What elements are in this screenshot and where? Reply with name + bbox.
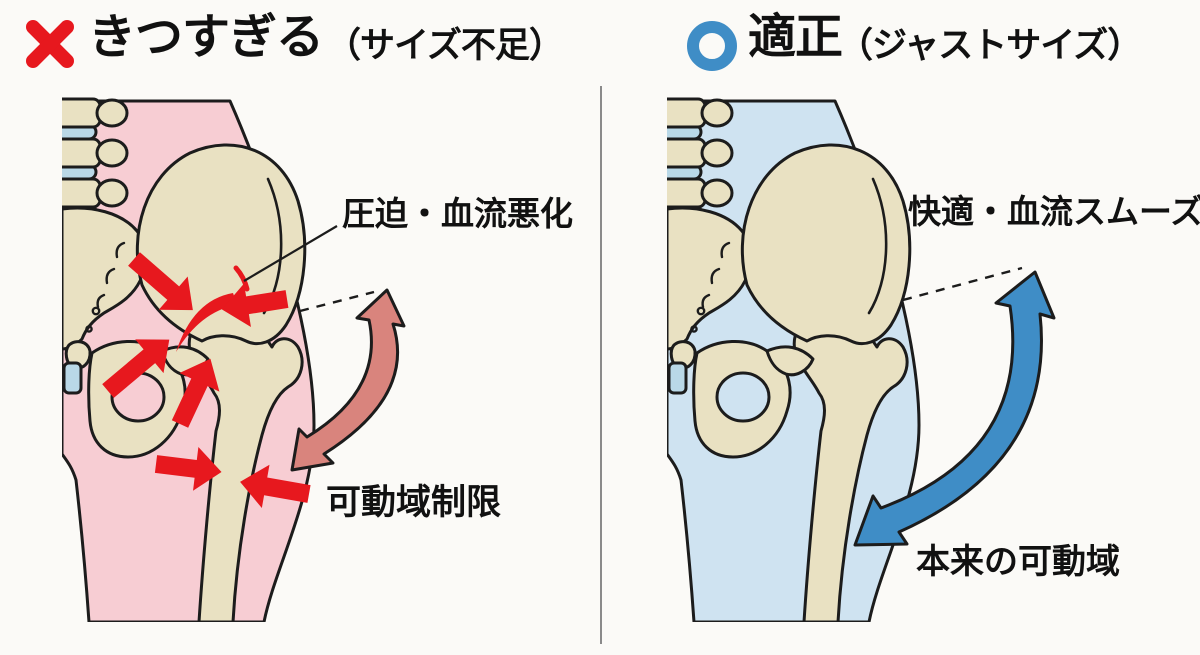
circle-mark-icon [686, 20, 738, 72]
left-panel-subtitle: （サイズ不足） [326, 26, 564, 65]
full-motion-dashed-line [902, 266, 1023, 302]
right-panel-subtitle: （ジャストサイズ） [838, 26, 1142, 65]
left-panel-title: きつすぎる [88, 11, 324, 64]
pressure-arrow [221, 283, 289, 327]
pressure-arrow [171, 358, 220, 428]
right-panel-title: 適正 [748, 11, 843, 64]
pressure-arrow [128, 252, 193, 311]
joint-compression-highlight [176, 293, 236, 352]
right-annotation-full-motion: 本来の可動域 [916, 543, 1120, 581]
compression-arrows [102, 252, 311, 509]
pressure-arrow [154, 447, 222, 491]
motion-limit-dashed-line [299, 290, 375, 313]
left-annotation-compression: 圧迫・血流悪化 [342, 195, 573, 232]
restricted-motion-arrow [290, 288, 406, 472]
illustration-style-vars [62, 86, 1056, 644]
right-annotation-comfort: 快適・血流スムーズ [908, 193, 1200, 230]
full-motion-arrow [853, 270, 1056, 547]
labrum-pinch-mark [233, 265, 250, 292]
pressure-arrow [240, 464, 311, 509]
pressure-arrow [102, 339, 170, 398]
anatomy-illustration-left [62, 97, 316, 622]
cross-mark-icon [24, 18, 76, 70]
left-annotation-motion-limit: 可動域制限 [326, 483, 502, 522]
annotation-leader-line [243, 225, 338, 282]
